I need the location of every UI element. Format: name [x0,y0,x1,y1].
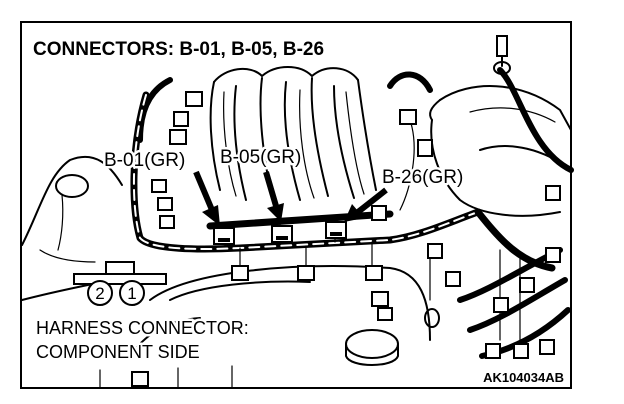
component-side-connector-symbol: 2 1 [73,261,167,306]
arrow-b05 [263,171,284,222]
diagram-title: CONNECTORS: B-01, B-05, B-26 [33,39,324,60]
other-connectors [131,91,561,387]
harness-connector-note-line2: COMPONENT SIDE [36,342,200,362]
figure-code: AK104034AB [483,370,564,385]
arrow-b01 [193,170,220,226]
pin-1-label: 1 [127,284,136,303]
callout-arrows [193,170,388,226]
figure-frame [20,21,572,389]
arrow-b26 [344,187,388,222]
connector-b01 [213,227,235,245]
connector-b05 [271,225,293,243]
callout-b01-label: B-01(GR) [104,150,185,171]
connector-b26 [325,221,347,239]
pin-2-label: 2 [95,284,104,303]
engine-line-drawing [21,35,574,389]
callout-b05-label: B-05(GR) [220,147,301,168]
callout-b26-label: B-26(GR) [382,167,463,188]
wire-harness [130,91,556,346]
harness-connector-note-line1: HARNESS CONNECTOR: [36,318,249,338]
